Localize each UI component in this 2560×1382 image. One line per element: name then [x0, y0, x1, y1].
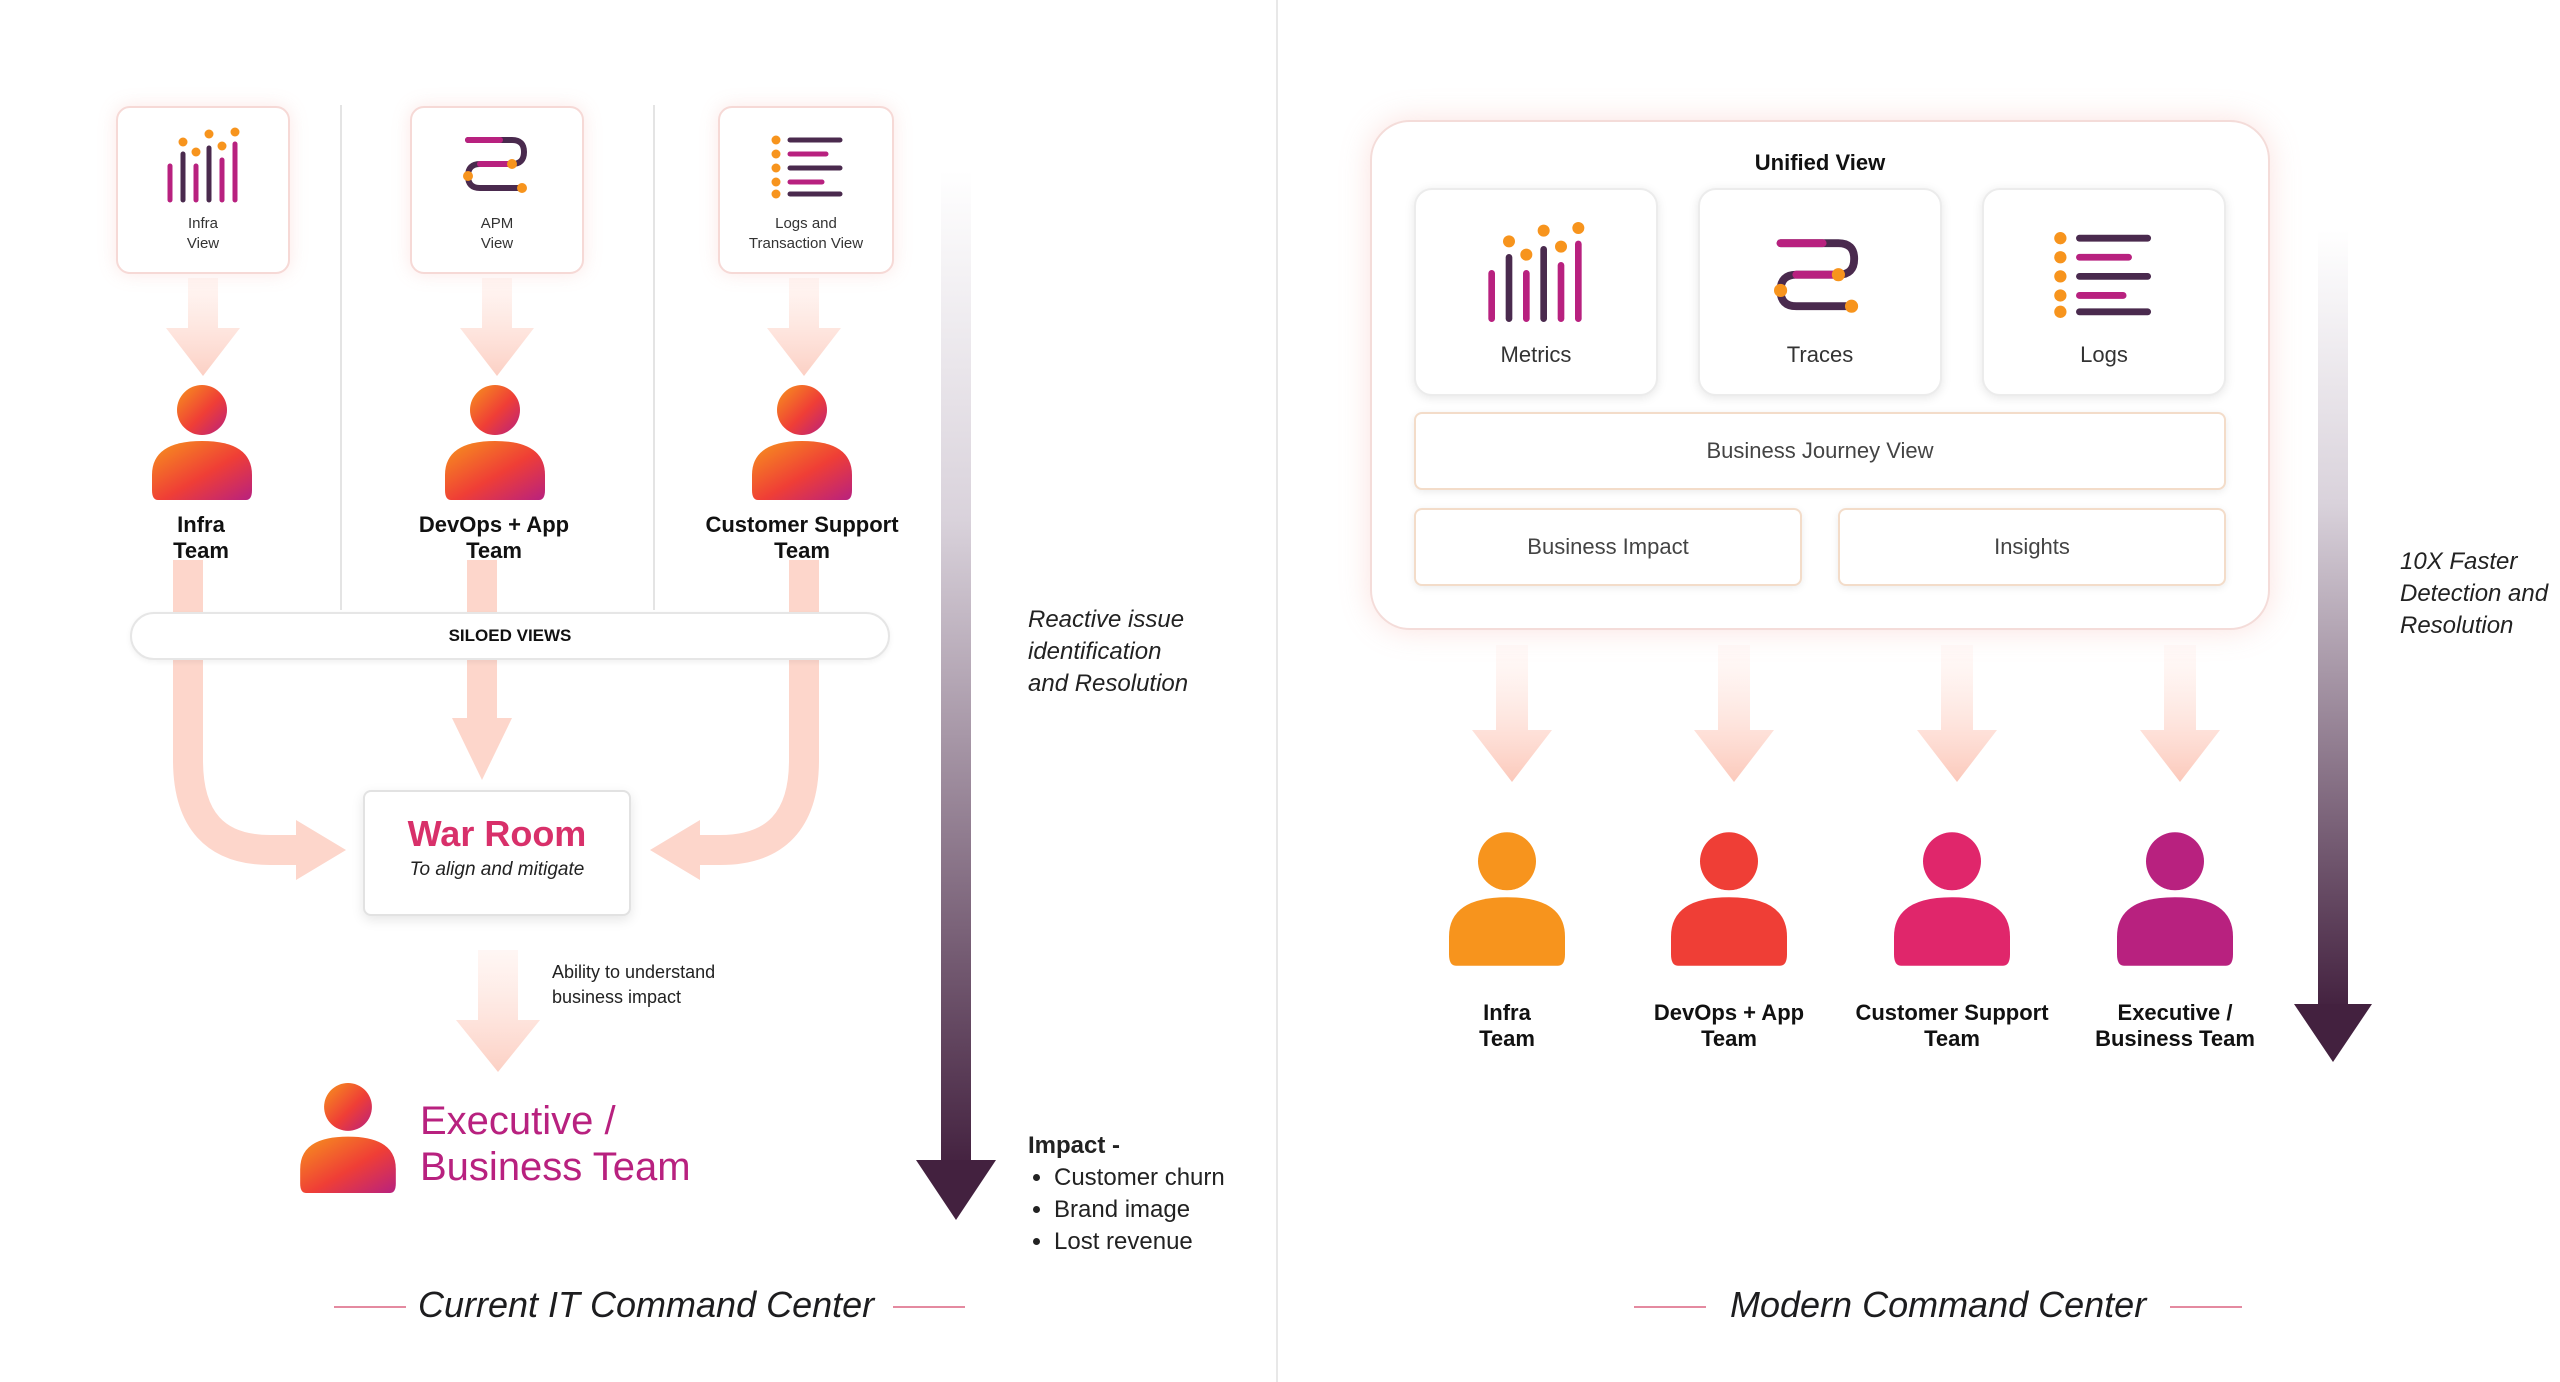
logs-view-card: Logs and Transaction View	[718, 106, 894, 274]
executive-team-label: Executive /Business Team	[2095, 1000, 2255, 1051]
insights-box: Insights	[1838, 508, 2226, 586]
metrics-label: Metrics	[1500, 342, 1572, 367]
infra-view-label-1: Infra	[187, 215, 218, 232]
siloed-views-pill: SILOED VIEWS	[130, 612, 890, 660]
war-room-title: War Room	[407, 813, 587, 854]
warroom-to-executive-arrow	[456, 950, 540, 1072]
reactive-note: Reactive issue identification and Resolu…	[1028, 606, 1189, 697]
executive-team-label: Executive / Business Team	[420, 1099, 691, 1189]
traces-label: Traces	[1786, 342, 1854, 367]
war-room-box: War Room To align and mitigate	[363, 790, 631, 916]
footer-rule-right	[2170, 1306, 2242, 1308]
left-timeline-arrow	[916, 170, 996, 1220]
war-room-subtitle: To align and mitigate	[409, 859, 585, 880]
impact-title: Impact -	[1028, 1132, 1121, 1159]
impact-list: Impact - Customer churn Brand image Lost…	[1028, 1130, 1258, 1258]
infra-person-icon	[1449, 832, 1565, 966]
logs-label: Logs	[2080, 342, 2128, 367]
current-command-center-title: Current IT Command Center	[418, 1284, 875, 1325]
traces-card: Traces	[1698, 188, 1942, 396]
metrics-card: Metrics	[1414, 188, 1658, 396]
footer-rule-left	[334, 1306, 406, 1308]
ability-note: Ability to understand business impact	[552, 962, 716, 1007]
unified-to-teams-arrows	[1472, 645, 2220, 782]
person-icon	[445, 385, 545, 500]
apm-view-card: APM View	[410, 106, 584, 274]
impact-item: Brand image	[1054, 1194, 1258, 1226]
view-to-team-arrows	[166, 278, 841, 376]
logs-view-label-1: Logs and	[775, 215, 837, 232]
support-person-icon	[1894, 832, 2010, 966]
logs-card: Logs	[1982, 188, 2226, 396]
modern-command-center-title: Modern Command Center	[1730, 1284, 2147, 1325]
logs-list-icon	[771, 135, 843, 199]
infra-view-label-2: View	[186, 235, 220, 252]
infra-view-card: Infra View	[116, 106, 290, 274]
impact-item: Lost revenue	[1054, 1226, 1258, 1258]
logs-view-label-2: Transaction View	[748, 235, 864, 252]
metrics-bars-icon	[167, 127, 240, 203]
person-icon	[752, 385, 852, 500]
unified-view-panel: Unified View Metrics	[1370, 120, 2270, 630]
executive-person-icon	[300, 1083, 396, 1193]
unified-view-title: Unified View	[1754, 150, 1886, 175]
right-timeline-arrow	[2294, 230, 2372, 1062]
traces-path-icon	[463, 137, 528, 193]
faster-detection-note: 10X Faster Detection and Resolution	[2400, 548, 2549, 639]
apm-view-label-1: APM	[480, 215, 514, 232]
traces-path-icon	[1774, 239, 1859, 313]
executive-person-icon	[2117, 832, 2233, 966]
footer-rule-right	[893, 1306, 965, 1308]
business-journey-view: Business Journey View	[1414, 412, 2226, 490]
metrics-bars-icon	[1488, 222, 1585, 322]
business-impact-box: Business Impact	[1414, 508, 1802, 586]
logs-list-icon	[2054, 232, 2152, 318]
person-icon	[152, 385, 252, 500]
apm-view-label-2: View	[480, 235, 514, 252]
footer-rule-left	[1634, 1306, 1706, 1308]
devops-person-icon	[1671, 832, 1787, 966]
impact-item: Customer churn	[1054, 1162, 1258, 1194]
